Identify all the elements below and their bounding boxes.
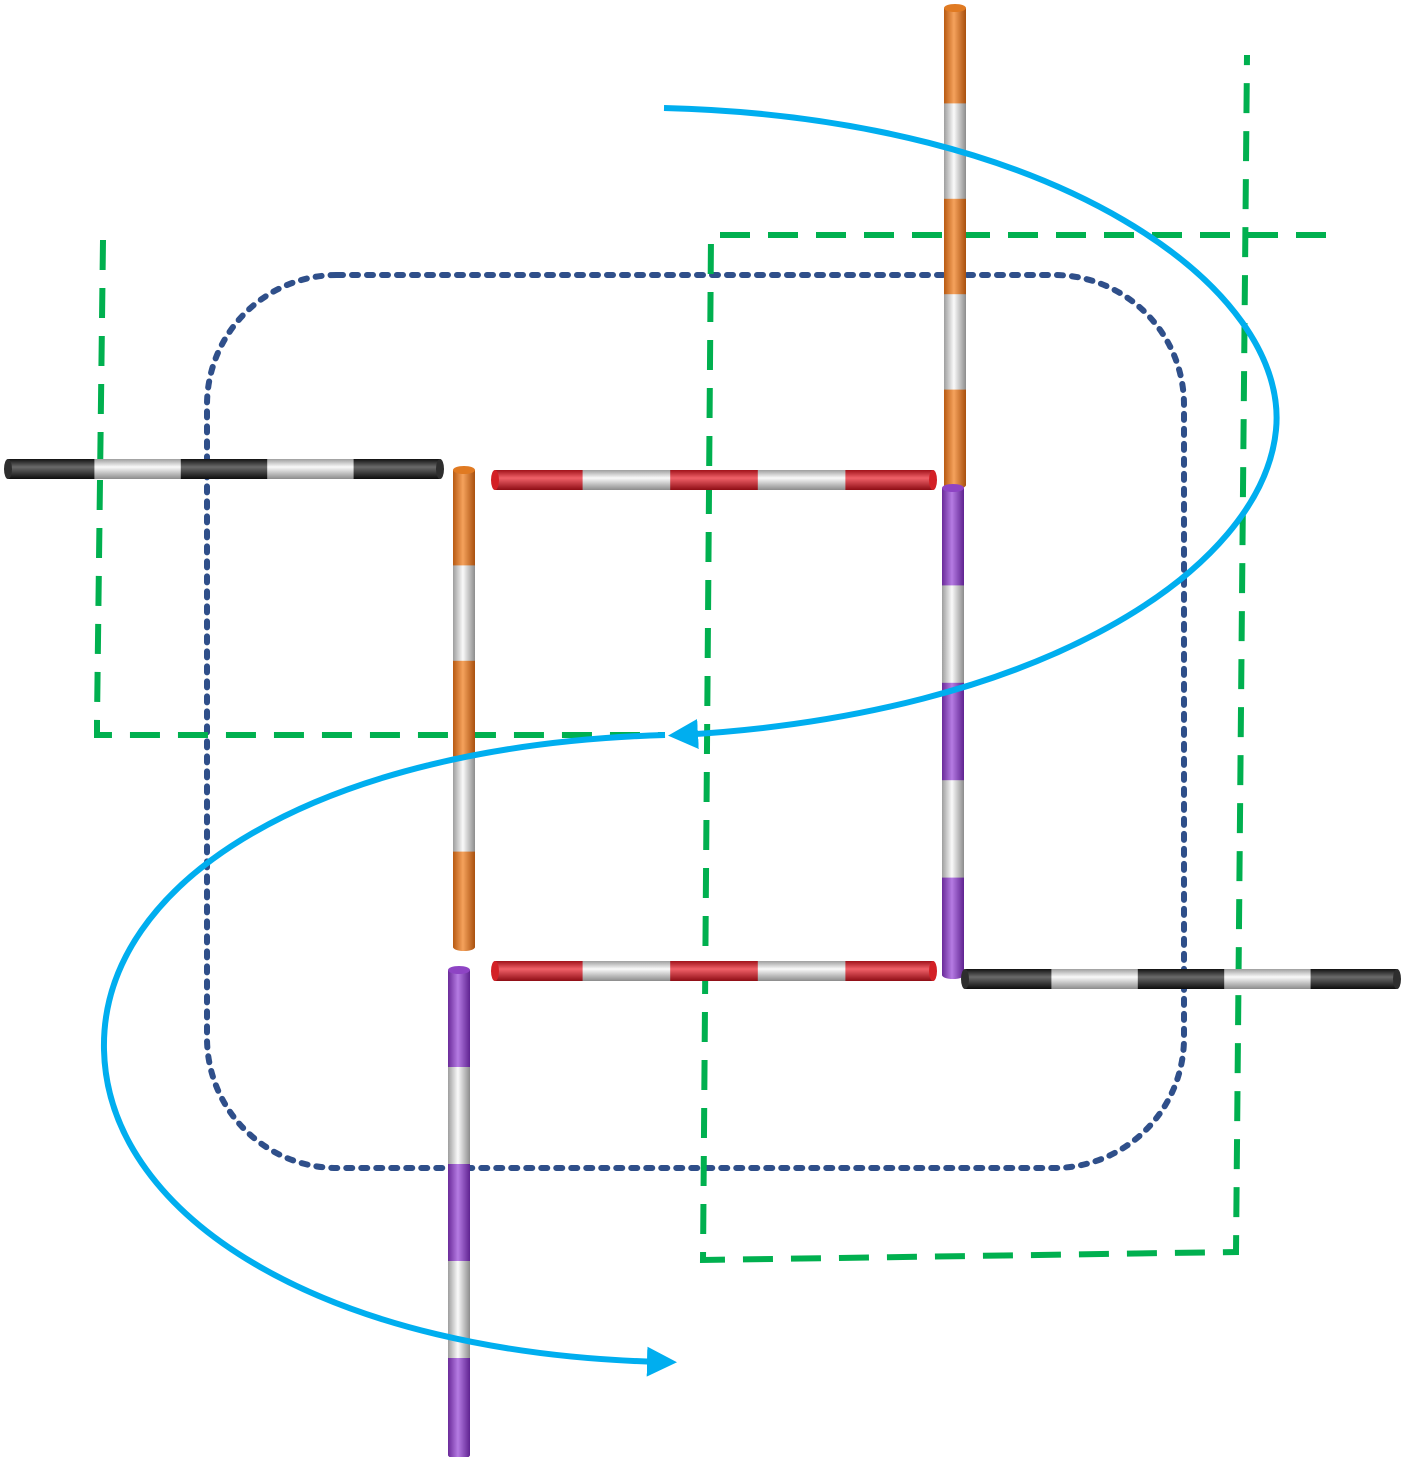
rod-red-top-segment xyxy=(495,470,584,490)
rod-purple-center-right-segment xyxy=(942,780,964,879)
rod-red-bottom-cap xyxy=(929,961,937,981)
rod-orange-top-right-cap xyxy=(944,4,966,12)
rod-purple-bottom-left-segment xyxy=(448,1164,470,1262)
rod-orange-center-left-segment xyxy=(453,565,475,662)
rod-red-top-cap xyxy=(491,470,499,490)
rod-black-left-cap xyxy=(436,459,444,479)
rod-red-top-cap xyxy=(929,470,937,490)
rod-purple-center-right-cap xyxy=(942,971,964,979)
rod-red-bottom-segment xyxy=(670,961,759,981)
rod-orange-center-left xyxy=(453,466,475,951)
rod-black-left xyxy=(4,459,444,479)
rod-red-bottom-segment xyxy=(582,961,671,981)
rod-black-left-segment xyxy=(267,459,355,479)
rod-red-top xyxy=(491,470,937,490)
rod-purple-center-right-cap xyxy=(942,484,964,492)
rod-black-right-cap xyxy=(1393,969,1401,989)
rod-purple-center-right-segment xyxy=(942,682,964,781)
rod-orange-center-left-segment xyxy=(453,660,475,757)
rod-purple-center-right-segment xyxy=(942,585,964,684)
rod-black-left-cap xyxy=(4,459,12,479)
cyan-arrow-lower xyxy=(100,732,677,1377)
rod-red-top-segment xyxy=(670,470,759,490)
rod-black-right-segment xyxy=(1051,969,1139,989)
rod-red-bottom-segment xyxy=(757,961,846,981)
rod-orange-center-left-cap xyxy=(453,466,475,474)
green-dashed-frame-left xyxy=(94,239,665,738)
rod-red-top-segment xyxy=(757,470,846,490)
rod-black-right-segment xyxy=(1310,969,1398,989)
rod-orange-top-right-segment xyxy=(944,294,966,391)
rod-black-left-segment xyxy=(353,459,441,479)
rod-red-bottom-segment xyxy=(495,961,584,981)
rod-black-right xyxy=(961,969,1401,989)
rod-red-bottom-segment xyxy=(845,961,934,981)
rod-orange-top-right xyxy=(944,4,966,489)
rod-orange-center-left-cap xyxy=(453,943,475,951)
rod-orange-top-right-segment xyxy=(944,8,966,104)
rod-purple-bottom-left-segment xyxy=(448,970,470,1068)
rod-black-right-segment xyxy=(965,969,1052,989)
rod-black-right-segment xyxy=(1137,969,1225,989)
rod-red-bottom xyxy=(491,961,937,981)
rod-red-bottom-cap xyxy=(491,961,499,981)
rod-purple-center-right-segment xyxy=(942,877,964,976)
dotted-rounded-boundary xyxy=(204,272,1187,1171)
rod-red-top-segment xyxy=(582,470,671,490)
rod-black-left-segment xyxy=(180,459,268,479)
rod-black-left-segment xyxy=(94,459,182,479)
rod-purple-bottom-left-segment xyxy=(448,1261,470,1359)
rod-orange-center-left-segment xyxy=(453,851,475,948)
green-dashed-frame-right xyxy=(699,54,1326,1264)
rod-red-top-segment xyxy=(845,470,934,490)
rod-black-right-segment xyxy=(1224,969,1312,989)
rod-purple-center-right-segment xyxy=(942,488,964,586)
rods-group xyxy=(4,4,1401,1457)
rod-orange-center-left-segment xyxy=(453,756,475,853)
rod-purple-bottom-left-cap xyxy=(448,966,470,974)
rod-purple-bottom-left-segment xyxy=(448,1067,470,1165)
rod-orange-center-left-segment xyxy=(453,470,475,566)
rod-purple-center-right xyxy=(942,484,964,979)
cyan-arrow-upper xyxy=(663,105,1280,749)
rod-purple-bottom-left-segment xyxy=(448,1358,470,1456)
rod-purple-bottom-left-cap xyxy=(448,1451,470,1457)
rod-orange-top-right-segment xyxy=(944,198,966,295)
rod-black-left-segment xyxy=(8,459,95,479)
rod-orange-top-right-segment xyxy=(944,389,966,486)
rod-purple-bottom-left xyxy=(448,966,470,1457)
rod-black-right-cap xyxy=(961,969,969,989)
